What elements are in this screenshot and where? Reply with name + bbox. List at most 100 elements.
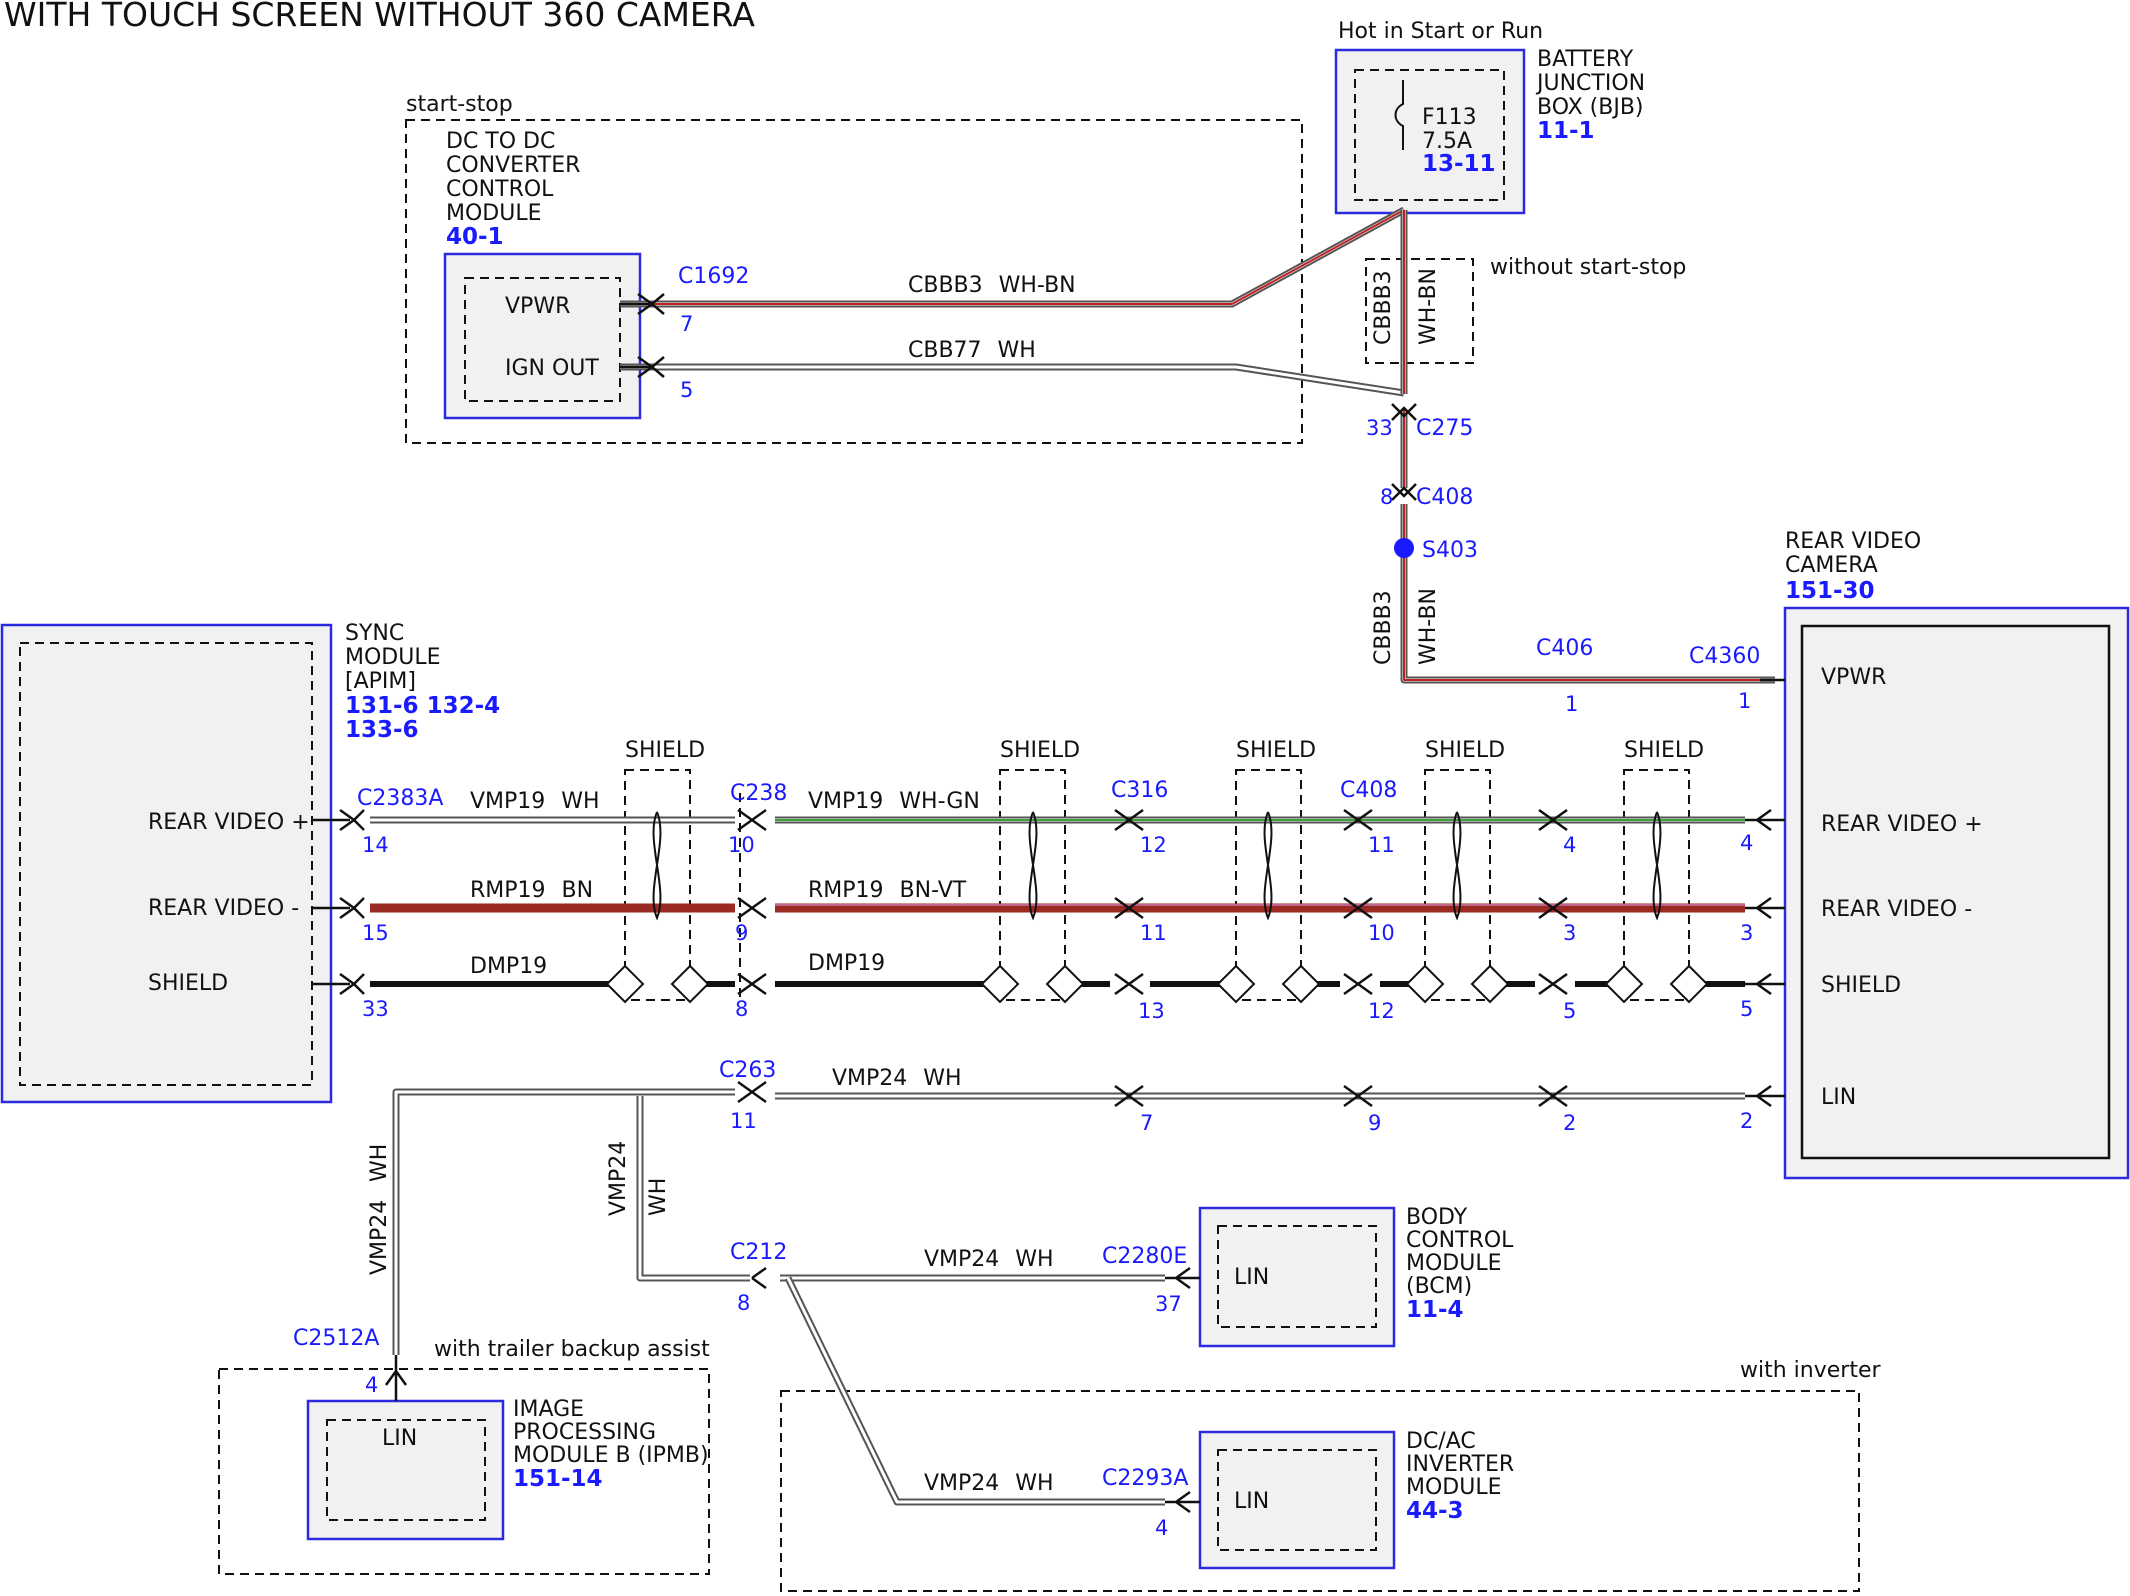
c406-pin-5: 5 — [1563, 999, 1576, 1023]
hot-in-label: Hot in Start or Run — [1338, 19, 1543, 44]
camera-name-2: CAMERA — [1785, 553, 1878, 578]
sync-pin-shield: SHIELD — [148, 971, 228, 996]
conn-c408-top: C408 — [1416, 485, 1473, 510]
sync-name-1: SYNC — [345, 621, 404, 646]
c238-pin-8: 8 — [735, 997, 748, 1021]
ipmb-name-2: PROCESSING — [513, 1420, 656, 1445]
ipmb-box — [306, 1399, 505, 1541]
trailer-backup-label: with trailer backup assist — [434, 1337, 710, 1362]
wire-label-wh-vert-2: WH — [646, 1178, 671, 1216]
sync-ref-1: 131-6 132-4 — [345, 693, 500, 719]
camera-pin-lin: LIN — [1821, 1085, 1856, 1110]
shield-label-2: SHIELD — [1000, 738, 1080, 763]
conn-c2512a: C2512A — [293, 1326, 379, 1351]
shield-label-5: SHIELD — [1624, 738, 1704, 763]
fuse-icon — [1394, 80, 1404, 150]
wire-label-cbbb3-vert-2: CBBB3 — [1371, 590, 1396, 665]
shield-bracket-3 — [1235, 769, 1302, 1001]
c2383a-pin-15: 15 — [362, 921, 389, 945]
c406-pin-3: 3 — [1563, 921, 1576, 945]
c275-pin: 33 — [1366, 416, 1393, 440]
wire-label-whbn-vert-1: WH-BN — [1416, 268, 1441, 345]
diagram-title: WITH TOUCH SCREEN WITHOUT 360 CAMERA — [4, 0, 755, 34]
sync-name-2: MODULE — [345, 645, 441, 670]
bcm-box — [1198, 1206, 1396, 1348]
bcm-inner — [1217, 1225, 1377, 1328]
shield-bracket-5 — [1623, 769, 1690, 1001]
splice-s403 — [1394, 538, 1414, 558]
camera-name-1: REAR VIDEO — [1785, 529, 1921, 554]
c316-pin-13: 13 — [1138, 999, 1165, 1023]
conn-c275: C275 — [1416, 416, 1473, 441]
without-start-stop-label: without start-stop — [1490, 255, 1686, 280]
dcdc-pin-vpwr: VPWR — [505, 294, 570, 319]
inverter-label: with inverter — [1740, 1358, 1881, 1383]
sync-pin-rv-minus: REAR VIDEO - — [148, 896, 299, 921]
c1692-pin-5: 5 — [680, 378, 693, 402]
bcm-ref: 11-4 — [1406, 1297, 1464, 1323]
c408-pin-11: 11 — [1368, 833, 1395, 857]
camera-box — [1783, 606, 2130, 1180]
ipmb-pin-lin: LIN — [382, 1426, 417, 1451]
camera-pin-rv-plus: REAR VIDEO + — [1821, 812, 1983, 837]
c408-top-pin: 8 — [1380, 485, 1393, 509]
shield-bracket-4 — [1424, 769, 1491, 1001]
inverter-name-2: INVERTER — [1406, 1452, 1514, 1477]
without-start-stop-box — [1365, 258, 1474, 364]
wire-label-whbn-vert-2: WH-BN — [1416, 588, 1441, 665]
bcm-name-3: MODULE — [1406, 1251, 1502, 1276]
conn-c2293a: C2293A — [1102, 1466, 1188, 1491]
wire-label-dmp19-2: DMP19 — [808, 951, 885, 976]
bjb-inner — [1354, 69, 1505, 201]
fuse-id: F113 — [1422, 105, 1477, 130]
start-stop-label: start-stop — [406, 92, 513, 117]
wire-label-vmp24-vert-1: VMP24 — [367, 1200, 392, 1275]
shield-label-3: SHIELD — [1236, 738, 1316, 763]
c212-pin: 8 — [737, 1291, 750, 1315]
inverter-name-3: MODULE — [1406, 1475, 1502, 1500]
c238-pin-10: 10 — [728, 833, 755, 857]
c2383a-pin-33: 33 — [362, 997, 389, 1021]
inverter-pin-lin: LIN — [1234, 1489, 1269, 1514]
c2512a-pin: 4 — [365, 1373, 378, 1397]
inverter-module-box — [1198, 1430, 1396, 1570]
camera-pin-rv-minus: REAR VIDEO - — [1821, 897, 1972, 922]
inverter-name-1: DC/AC — [1406, 1429, 1476, 1454]
ipmb-ref: 151-14 — [513, 1466, 603, 1492]
c406-pin-2: 2 — [1563, 1111, 1576, 1135]
dcdc-name-1: DC TO DC — [446, 129, 555, 154]
c4360-pin-1: 1 — [1738, 689, 1751, 713]
c263-pin: 11 — [730, 1109, 757, 1133]
inverter-inner — [1217, 1449, 1377, 1551]
c1692-pin-7: 7 — [680, 312, 693, 336]
bjb-name-1: BATTERY — [1537, 47, 1634, 72]
bcm-name-2: CONTROL — [1406, 1228, 1514, 1253]
dcdc-name-4: MODULE — [446, 201, 542, 226]
camera-ref: 151-30 — [1785, 578, 1875, 604]
c2383a-pin-14: 14 — [362, 833, 389, 857]
c406-pin-1: 1 — [1565, 692, 1578, 716]
dcdc-pin-ign-out: IGN OUT — [505, 356, 599, 381]
dcdc-ref: 40-1 — [446, 224, 504, 250]
sync-name-3: [APIM] — [345, 669, 416, 694]
c406-pin-4: 4 — [1563, 833, 1576, 857]
conn-c316: C316 — [1111, 778, 1168, 803]
wire-cbb77 — [620, 363, 1405, 397]
bcm-name-4: (BCM) — [1406, 1274, 1472, 1299]
wire-label-dmp19-1: DMP19 — [470, 954, 547, 979]
conn-c1692: C1692 — [678, 264, 749, 289]
c408-pin-12: 12 — [1368, 999, 1395, 1023]
c4360-pin-4: 4 — [1740, 831, 1753, 855]
camera-pin-shield: SHIELD — [1821, 973, 1901, 998]
conn-c212: C212 — [730, 1240, 787, 1265]
dcdc-name-3: CONTROL — [446, 177, 554, 202]
connector-arrows — [313, 292, 1785, 1514]
inverter-box — [780, 1390, 1860, 1592]
wire-cbbb3-main — [1400, 210, 1775, 684]
sync-ref-2: 133-6 — [345, 717, 419, 743]
